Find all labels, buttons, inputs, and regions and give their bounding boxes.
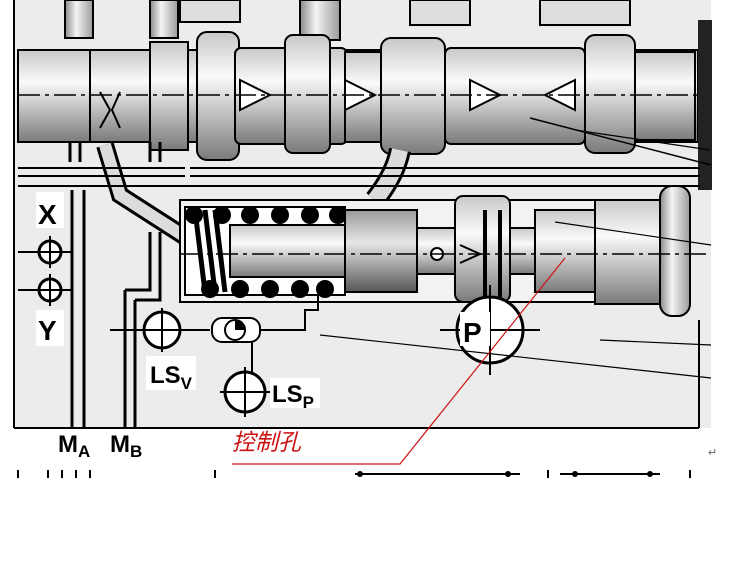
return-mark: ↵ — [708, 447, 717, 459]
port-ma-label: MA — [58, 431, 90, 461]
port-x-label: X — [38, 199, 57, 230]
port-mb-label: MB — [110, 431, 142, 461]
lsv-label: LSV — [150, 362, 193, 393]
lower-spool — [344, 209, 418, 293]
port-p-label: P — [463, 317, 482, 348]
callout-leader — [232, 257, 566, 465]
spring — [184, 206, 347, 298]
callout-label: 控制孔 — [232, 430, 302, 456]
lsp-label: LSP — [272, 381, 314, 412]
port-y-label: Y — [38, 315, 57, 346]
